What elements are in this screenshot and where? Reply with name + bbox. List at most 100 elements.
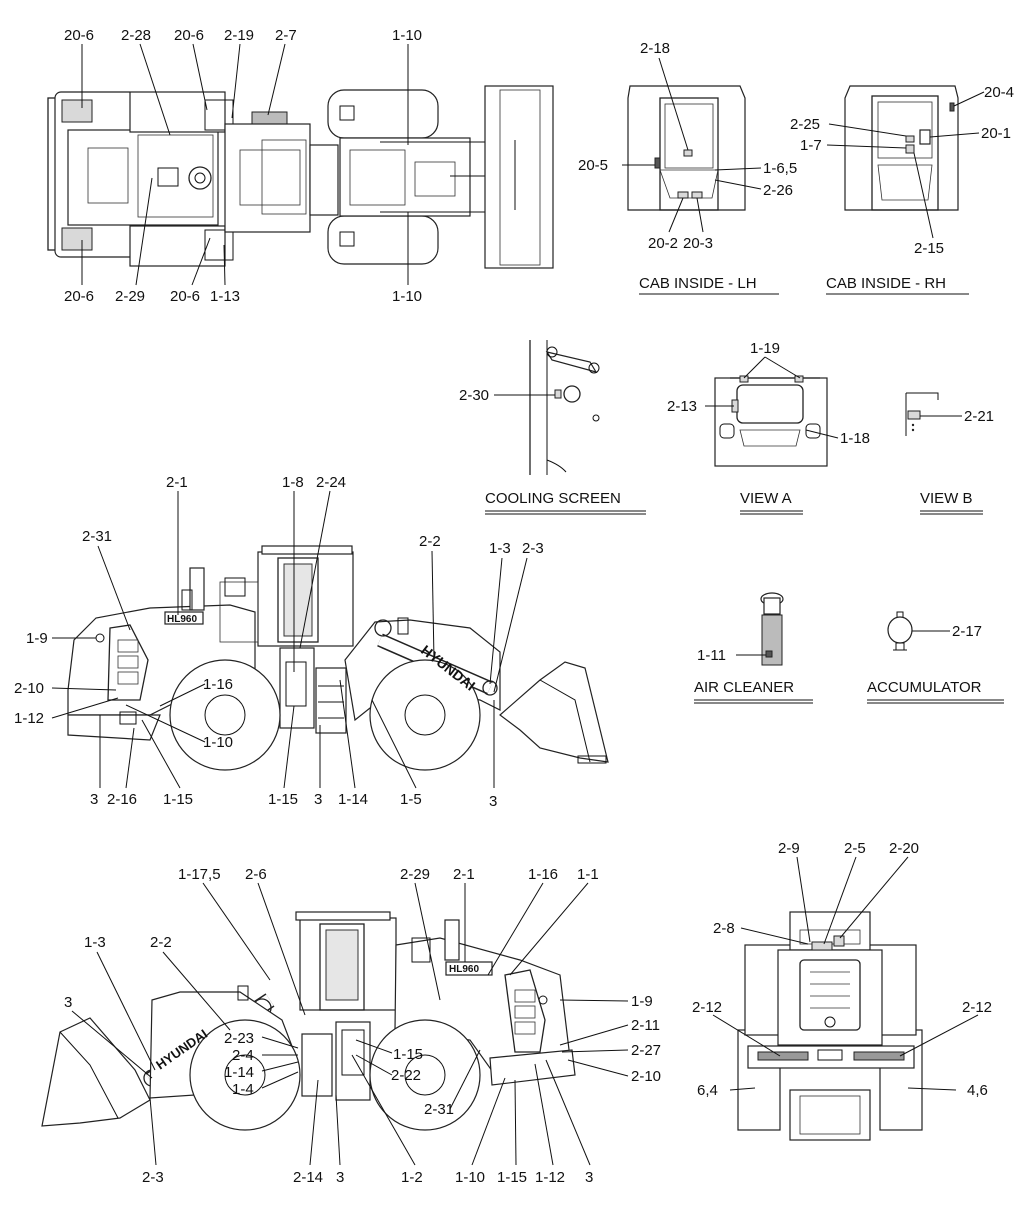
callout-label: 2-26 [763,182,793,199]
callout-label: 1-5 [400,791,422,808]
callout-label: 2-6 [245,866,267,883]
callout-label: 2-3 [142,1169,164,1186]
callout-label: 2-10 [631,1068,661,1085]
callout-label: 1-7 [800,137,822,154]
callout-label: 2-30 [459,387,489,404]
callout-label: 2-17 [952,623,982,640]
callout-label: 1-9 [631,993,653,1010]
callout-label: 1-16 [528,866,558,883]
callout-label: 2-16 [107,791,137,808]
callout-label: 2-1 [453,866,475,883]
callout-label: 2-22 [391,1067,421,1084]
callout-label: 2-1 [166,474,188,491]
left-side-view-drawing [67,545,609,771]
callout-label: 2-4 [232,1047,254,1064]
callout-label: 2-2 [419,533,441,550]
callout-label: 20-2 [648,235,678,252]
callout-label: 20-5 [578,157,608,174]
callout-label: 20-4 [984,84,1014,101]
callout-label: 1-3 [84,934,106,951]
callout-label: 1-10 [392,288,422,305]
callout-label: 2-9 [778,840,800,857]
view-a-drawing [714,375,828,467]
callout-label: 20-6 [170,288,200,305]
callout-label: 1-2 [401,1169,423,1186]
caption-view-b: VIEW B [920,490,973,507]
callout-label: 2-11 [631,1017,660,1034]
callout-label: 1-13 [210,288,240,305]
callout-label: 2-5 [844,840,866,857]
callout-label: 2-12 [692,999,722,1016]
callout-label: 1-15 [497,1169,527,1186]
callout-label: 1-10 [392,27,422,44]
caption-cooling-screen: COOLING SCREEN [485,490,621,507]
callout-label: 3 [314,791,322,808]
callout-label: 1-10 [455,1169,485,1186]
caption-view-a: VIEW A [740,490,792,507]
callout-label: 1-6,5 [763,160,797,177]
callout-label: 2-13 [667,398,697,415]
callout-label: 3 [585,1169,593,1186]
callout-label: 1-4 [232,1081,254,1098]
rear-view-drawing [737,911,923,1141]
callout-label: 6,4 [697,1082,718,1099]
callout-label: 20-1 [981,125,1011,142]
callout-label: 1-15 [393,1046,423,1063]
view-b-drawing [905,392,939,436]
captions: CAB INSIDE - LH CAB INSIDE - RH COOLING … [485,275,1004,704]
callout-label: 2-24 [316,474,346,491]
callout-label: 2-14 [293,1169,323,1186]
callout-label: 1-12 [14,710,44,727]
callout-label: 3 [90,791,98,808]
callout-label: 1-10 [203,734,233,751]
callout-label: 2-8 [713,920,735,937]
cooling-screen-drawing [529,340,600,475]
cab-inside-lh-drawing [627,85,746,211]
callout-label: 2-29 [115,288,145,305]
callout-label: 2-19 [224,27,254,44]
callout-label: 1-15 [268,791,298,808]
model-badge-left: HL960 [167,614,197,625]
model-badge-right: HL960 [449,964,479,975]
callout-label: 1-18 [840,430,870,447]
caption-air-cleaner: AIR CLEANER [694,679,794,696]
callout-label: 1-12 [535,1169,565,1186]
callout-label: 4,6 [967,1082,988,1099]
callout-label: 2-28 [121,27,151,44]
callout-label: 1-9 [26,630,48,647]
callout-label: 2-31 [424,1101,454,1118]
callout-label: 3 [489,793,497,810]
top-view-drawing [47,85,554,269]
callout-label: 2-2 [150,934,172,951]
callout-label: 2-12 [962,999,992,1016]
callout-label: 2-23 [224,1030,254,1047]
callout-label: 1-11 [697,647,726,664]
callout-label: 3 [64,994,72,1011]
callout-label: 2-18 [640,40,670,57]
air-cleaner-drawing [760,592,784,666]
callout-label: 2-25 [790,116,820,133]
callout-label: 2-31 [82,528,112,545]
callout-label: 1-15 [163,791,193,808]
callout-label: 1-14 [224,1064,254,1081]
callout-label: 1-16 [203,676,233,693]
callout-label: 1-3 [489,540,511,557]
callout-label: 2-27 [631,1042,661,1059]
callout-label: 1-14 [338,791,368,808]
callout-labels: 20-6 2-28 20-6 2-19 2-7 1-10 20-6 2-29 2… [14,27,1014,1186]
callout-label: 2-7 [275,27,297,44]
callout-label: 2-15 [914,240,944,257]
right-side-view-drawing [41,911,576,1131]
leader-lines [51,43,985,1166]
caption-accumulator: ACCUMULATOR [867,679,982,696]
callout-label: 2-10 [14,680,44,697]
callout-label: 2-20 [889,840,919,857]
callout-label: 2-21 [964,408,994,425]
callout-label: 20-3 [683,235,713,252]
caption-cab-inside-lh: CAB INSIDE - LH [639,275,757,292]
callout-label: 1-8 [282,474,304,491]
callout-label: 1-1 [577,866,599,883]
callout-label: 3 [336,1169,344,1186]
